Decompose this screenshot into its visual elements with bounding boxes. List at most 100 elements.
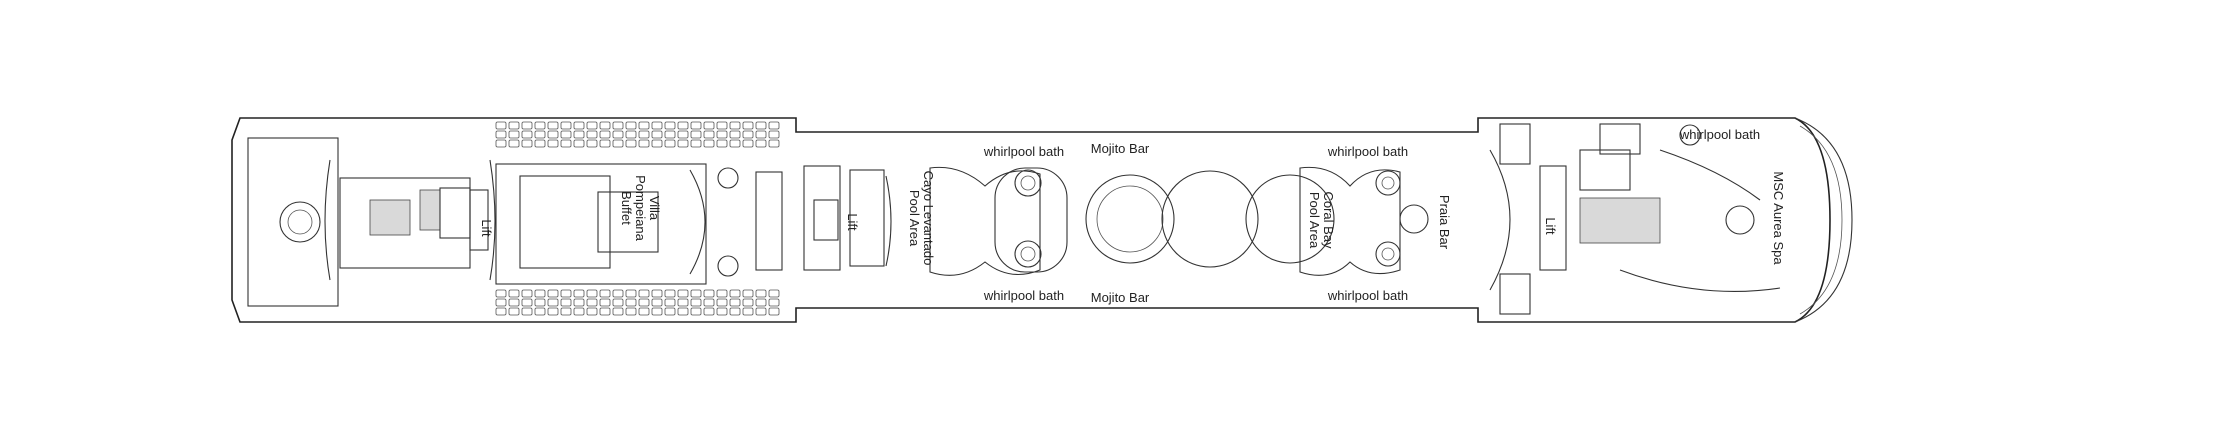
- cabin: [703, 289, 715, 298]
- lift-block-forward: [803, 165, 892, 271]
- cabin: [729, 298, 741, 307]
- label-whirlpool-bath: whirlpool bath: [983, 144, 1064, 159]
- cabin: [716, 298, 728, 307]
- ship-hull: [231, 117, 1853, 323]
- cabin: [599, 298, 611, 307]
- cabin: [521, 298, 533, 307]
- cabin: [638, 121, 650, 130]
- cabin: [560, 298, 572, 307]
- cabin: [625, 130, 637, 139]
- cabin: [534, 139, 546, 148]
- cabin: [612, 298, 624, 307]
- cabin: [612, 121, 624, 130]
- cabin: [742, 121, 754, 130]
- label-lift: Lift: [479, 219, 494, 237]
- cabin: [755, 289, 767, 298]
- cabin: [495, 121, 507, 130]
- cabin: [573, 298, 585, 307]
- cabin: [599, 139, 611, 148]
- cabin: [560, 307, 572, 316]
- cabin: [755, 139, 767, 148]
- label-villa-pompeiana: Villa: [647, 196, 662, 221]
- deck-labels: whirlpool bath whirlpool bath whirlpool …: [479, 127, 1786, 305]
- cabin: [521, 307, 533, 316]
- cabin: [703, 307, 715, 316]
- label-msc-aurea-spa: MSC Aurea Spa: [1771, 171, 1786, 265]
- label-mojito-bar: Mojito Bar: [1091, 290, 1150, 305]
- cabin: [625, 139, 637, 148]
- cabin: [729, 130, 741, 139]
- cabin: [638, 289, 650, 298]
- label-cayo-levantado: Pool Area: [907, 190, 922, 247]
- cabin: [521, 121, 533, 130]
- cabin: [508, 121, 520, 130]
- cabin: [651, 298, 663, 307]
- cabin: [599, 289, 611, 298]
- cabin: [495, 298, 507, 307]
- cabin: [703, 130, 715, 139]
- cabin: [560, 121, 572, 130]
- coral-bay-pool: [1299, 166, 1429, 276]
- cabin: [690, 121, 702, 130]
- label-coral-bay: Pool Area: [1307, 192, 1322, 249]
- cabin: [664, 130, 676, 139]
- cabin: [534, 130, 546, 139]
- cabin: [534, 121, 546, 130]
- cabin: [703, 121, 715, 130]
- cabin: [716, 130, 728, 139]
- cabin: [612, 130, 624, 139]
- mojito-bar-structure: [1085, 170, 1335, 268]
- cabin: [508, 298, 520, 307]
- cabin: [508, 130, 520, 139]
- villa-pompeiana-area: [495, 163, 783, 285]
- label-whirlpool-bath: whirlpool bath: [1327, 288, 1408, 303]
- cabin: [768, 139, 780, 148]
- cabin: [534, 307, 546, 316]
- cabin: [690, 139, 702, 148]
- cabin: [651, 307, 663, 316]
- cabin: [755, 298, 767, 307]
- cabin: [521, 289, 533, 298]
- cabin: [508, 139, 520, 148]
- cabin: [638, 130, 650, 139]
- label-villa-pompeiana: Buffet: [619, 191, 634, 225]
- cabin: [508, 307, 520, 316]
- cabin: [651, 130, 663, 139]
- cabin: [586, 139, 598, 148]
- cabin: [690, 289, 702, 298]
- cabin: [664, 139, 676, 148]
- cabin: [573, 289, 585, 298]
- cabin: [573, 130, 585, 139]
- cabin: [625, 307, 637, 316]
- cabin: [547, 298, 559, 307]
- cabin: [729, 307, 741, 316]
- cabin: [521, 130, 533, 139]
- cabin: [755, 307, 767, 316]
- cabin: [547, 307, 559, 316]
- label-cayo-levantado: Cayo Levantado: [921, 171, 936, 266]
- cabin: [534, 298, 546, 307]
- cabin: [729, 289, 741, 298]
- cabin: [651, 289, 663, 298]
- label-coral-bay: Coral Bay: [1321, 191, 1336, 249]
- cabin: [664, 289, 676, 298]
- cabin: [703, 139, 715, 148]
- cayo-levantado-pool: [929, 166, 1068, 276]
- cabin: [625, 298, 637, 307]
- cabin: [547, 139, 559, 148]
- cabin: [716, 289, 728, 298]
- forward-spa-area: [1489, 123, 1781, 315]
- cabin: [638, 307, 650, 316]
- cabin: [742, 307, 754, 316]
- cabin: [534, 289, 546, 298]
- cabin: [755, 130, 767, 139]
- cabin: [651, 121, 663, 130]
- cabin: [677, 289, 689, 298]
- cabin: [586, 289, 598, 298]
- label-praia-bar: Praia Bar: [1437, 195, 1452, 250]
- cabin: [690, 298, 702, 307]
- label-whirlpool-bath: whirlpool bath: [1327, 144, 1408, 159]
- aft-section: [247, 137, 496, 307]
- label-lift: Lift: [1543, 217, 1558, 235]
- cabin: [651, 139, 663, 148]
